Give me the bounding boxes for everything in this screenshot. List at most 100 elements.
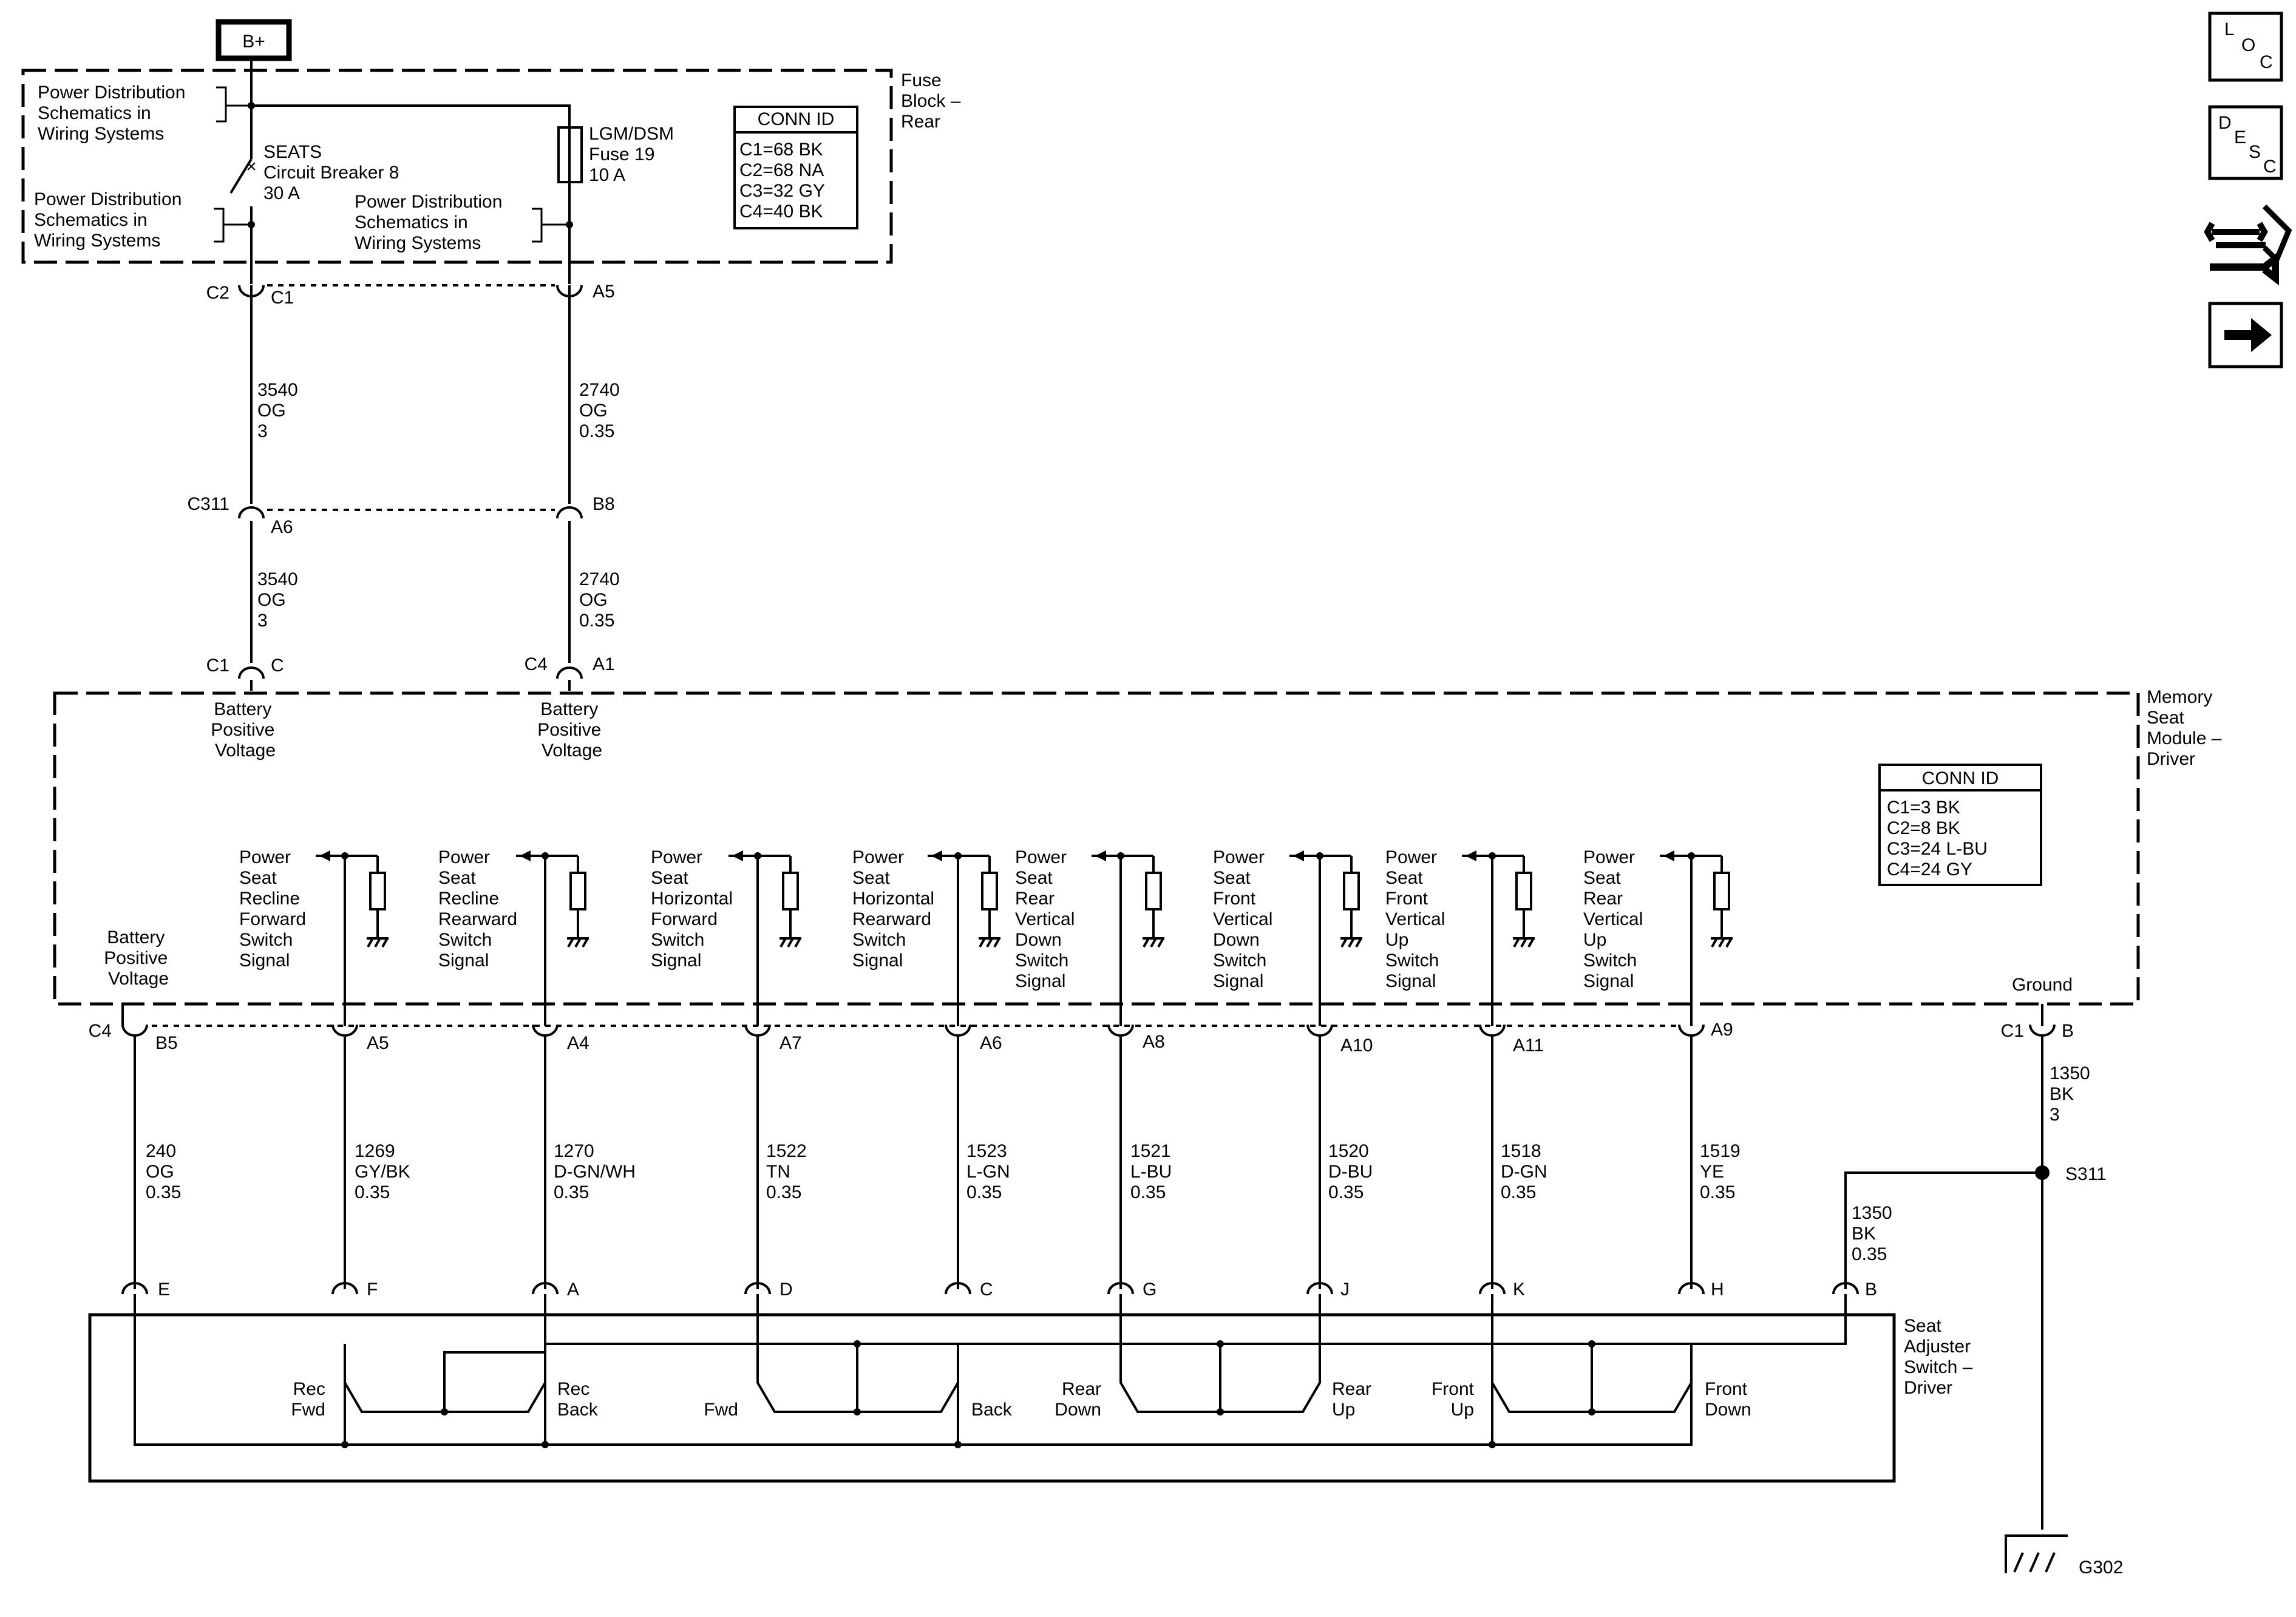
loc-button-frame xyxy=(2208,12,2283,82)
module-title: Memory Seat Module – Driver xyxy=(2147,687,2227,769)
pullup-resistor xyxy=(1713,872,1730,910)
next-button[interactable] xyxy=(2208,302,2283,368)
connector-label: C xyxy=(271,656,284,676)
signal-arrow-icon xyxy=(1095,850,1106,861)
junction-dot xyxy=(854,1408,861,1415)
connector-pin: C xyxy=(980,1280,993,1300)
recline-switch xyxy=(344,1344,546,1413)
conn-id-title: CONN ID xyxy=(758,109,835,129)
connector-pin: A9 xyxy=(1711,1020,1733,1040)
b-plus-label: B+ xyxy=(242,32,265,52)
desc-button[interactable]: D E S C xyxy=(2208,105,2283,180)
ground-icon xyxy=(1513,909,1535,947)
pd-ref-bracket xyxy=(216,86,251,123)
signal-trace xyxy=(1462,855,1525,1026)
connector-label: A1 xyxy=(593,654,615,674)
signal-arrow-icon xyxy=(1293,850,1304,861)
connector-symbol xyxy=(556,506,583,519)
breaker-label: SEATS Circuit Breaker 8 30 A xyxy=(263,142,404,203)
signal-arrow-icon xyxy=(1663,850,1674,861)
connector-label: C4 xyxy=(525,654,548,674)
lower-connectors: C4 B5 A5 A4 A7 A6 A8 A10 A11 A9 C1 B xyxy=(89,1004,2074,1056)
wire-label: 2740 OG 0.35 xyxy=(579,380,625,441)
connector-symbol xyxy=(556,666,583,679)
signal-column: Power Seat Horizontal Forward Switch Sig… xyxy=(651,847,801,1026)
connector-wrench-button[interactable] xyxy=(2204,204,2292,286)
desc-icon: D E S C xyxy=(2218,113,2277,177)
breaker-x-mark: × xyxy=(246,157,257,177)
connector-label: A5 xyxy=(593,282,615,302)
connector-symbol xyxy=(238,506,265,519)
signal-label: Power Seat Rear Vertical Down Switch Sig… xyxy=(1015,847,1080,991)
pullup-resistor xyxy=(1343,872,1360,910)
signal-column: Power Seat Front Vertical Up Switch Sign… xyxy=(1385,847,1535,1026)
switch-feed-bus xyxy=(544,1294,1847,1345)
connector-pin: E xyxy=(158,1280,170,1300)
signal-wires xyxy=(134,1036,1693,1289)
pullup-resistor xyxy=(782,872,799,910)
pd-ref-bracket xyxy=(532,208,569,243)
front-vertical-switch xyxy=(1491,1344,1693,1413)
connector-label: C1 xyxy=(2001,1021,2024,1041)
conn-id-items: C1=3 BK C2=8 BK C3=24 L-BU C4=24 GY xyxy=(1887,798,1992,880)
switch-common-taps xyxy=(344,1344,1493,1445)
junction-dot xyxy=(542,1441,549,1448)
connector-pin: H xyxy=(1711,1280,1724,1300)
junction-dot xyxy=(954,852,962,859)
battery-voltage-label: Battery Positive Voltage xyxy=(104,927,172,989)
junction-dot xyxy=(1217,1340,1224,1348)
connector-pin: F xyxy=(367,1280,378,1300)
wire-label: 3540 OG 3 xyxy=(257,569,303,631)
signal-trace xyxy=(1092,855,1155,1026)
loc-button[interactable]: L O C xyxy=(2208,12,2283,82)
fuse-block-outline xyxy=(21,69,893,264)
chassis-ground-icon xyxy=(2005,1534,2068,1573)
connector-pin: B xyxy=(1865,1280,1877,1300)
conn-id-items: C1=68 BK C2=68 NA C3=32 GY C4=40 BK xyxy=(739,140,830,222)
connector-pin: A8 xyxy=(1143,1032,1165,1052)
splice-dot xyxy=(2035,1165,2050,1180)
signal-arrow-icon xyxy=(319,850,330,861)
b-plus-feed xyxy=(250,58,571,127)
next-arrow-icon xyxy=(2224,318,2272,352)
junction-dot xyxy=(1489,852,1496,859)
connector-pin: A6 xyxy=(980,1033,1002,1053)
connector-symbol xyxy=(238,666,265,679)
wire-label: 3540 OG 3 xyxy=(257,380,303,441)
connector-pin: A xyxy=(567,1280,579,1300)
junction-dot xyxy=(754,852,761,859)
ground-icon xyxy=(1143,909,1164,947)
signal-arrow-icon xyxy=(1466,850,1476,861)
conn-id-title: CONN ID xyxy=(1922,768,1999,788)
ground-icon xyxy=(1340,909,1362,947)
signal-label: Power Seat Horizontal Rearward Switch Si… xyxy=(852,847,939,971)
pullup-resistor xyxy=(369,872,386,910)
pullup-resistor xyxy=(569,872,586,910)
junction-dot xyxy=(954,1441,962,1448)
pd-ref-bracket xyxy=(214,208,251,243)
wrench-icon xyxy=(2210,251,2279,286)
ground-id-label: G302 xyxy=(2079,1558,2123,1578)
connector-label: C2 xyxy=(206,283,229,303)
connector-symbol xyxy=(121,1024,2056,1037)
circuit-breaker-symbol xyxy=(229,158,253,194)
desc-button-frame xyxy=(2208,105,2283,180)
signal-label: Power Seat Recline Rearward Switch Signa… xyxy=(438,847,522,971)
signal-trace xyxy=(516,855,579,1026)
connector-label: C4 xyxy=(89,1021,112,1041)
signal-arrow-icon xyxy=(520,850,531,861)
signal-column: Power Seat Recline Rearward Switch Signa… xyxy=(438,847,589,1026)
junction-dot xyxy=(1117,852,1124,859)
junction-dot xyxy=(341,852,348,859)
signal-trace xyxy=(729,855,792,1026)
